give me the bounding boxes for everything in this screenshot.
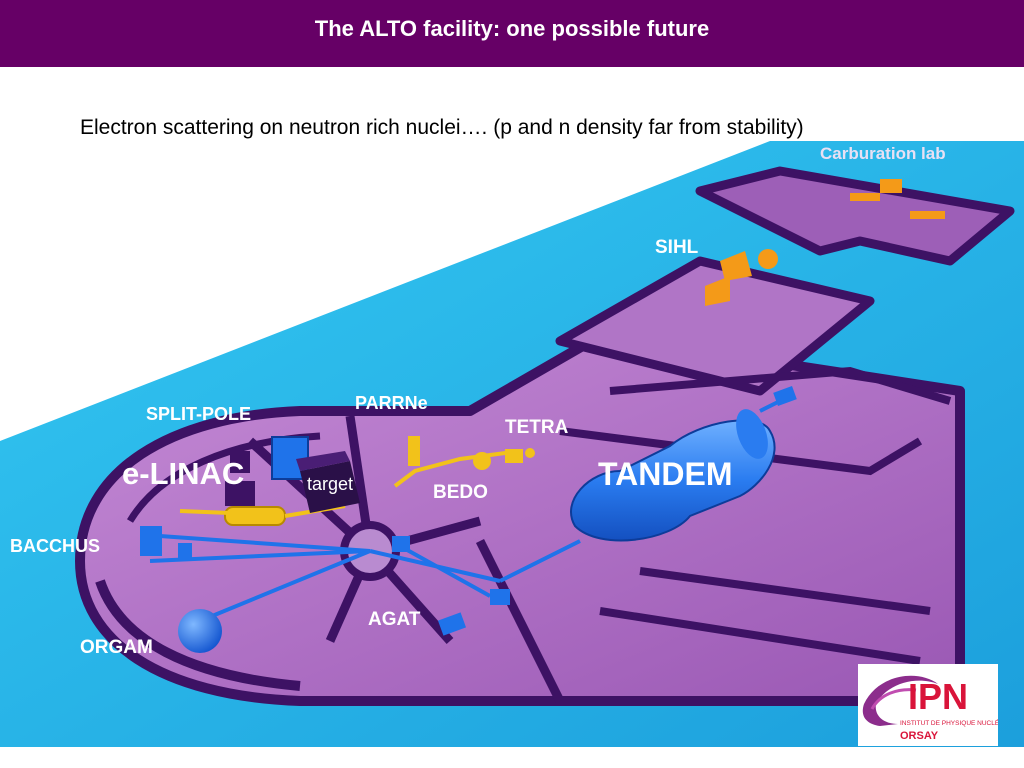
yellow-elements: [179, 436, 535, 526]
label-tandem: TANDEM: [598, 456, 733, 492]
orange-elements: [705, 179, 945, 306]
slide-subtitle: Electron scattering on neutron rich nucl…: [80, 116, 804, 139]
label-split-pole: SPLIT-POLE: [146, 404, 251, 424]
label-parrne: PARRNe: [355, 393, 428, 413]
label-sihl: SIHL: [655, 237, 699, 258]
label-tetra: TETRA: [505, 417, 569, 438]
blue-detectors: [140, 436, 510, 653]
logo-swoosh: [862, 675, 938, 726]
label-bedo: BEDO: [433, 482, 488, 503]
logo-orsay: ORSAY: [900, 730, 939, 742]
e-linac-blocks: [225, 451, 255, 506]
target-box: [296, 451, 360, 513]
diagram-labels: Carburation lab SIHL PARRNe SPLIT-POLE T…: [10, 144, 946, 658]
label-carburation-lab: Carburation lab: [820, 144, 946, 163]
slide-title: The ALTO facility: one possible future: [314, 16, 710, 41]
ipn-logo: IPN INSTITUT DE PHYSIQUE NUCLÉAIRE ORSAY: [858, 664, 1015, 746]
logo-letters: IPN: [908, 676, 968, 717]
label-target: target: [307, 474, 353, 494]
alto-facility-diagram: Carburation lab SIHL PARRNe SPLIT-POLE T…: [0, 141, 1024, 747]
logo-institute: INSTITUT DE PHYSIQUE NUCLÉAIRE: [900, 718, 998, 727]
label-e-linac: e-LINAC: [122, 456, 244, 491]
label-bacchus: BACCHUS: [10, 536, 100, 556]
tandem-accelerator: [570, 386, 797, 542]
label-agat: AGAT: [368, 609, 421, 630]
label-orgam: ORGAM: [80, 637, 153, 658]
orgam-sphere: [178, 609, 222, 653]
title-bar: The ALTO facility: one possible future: [0, 0, 1024, 67]
